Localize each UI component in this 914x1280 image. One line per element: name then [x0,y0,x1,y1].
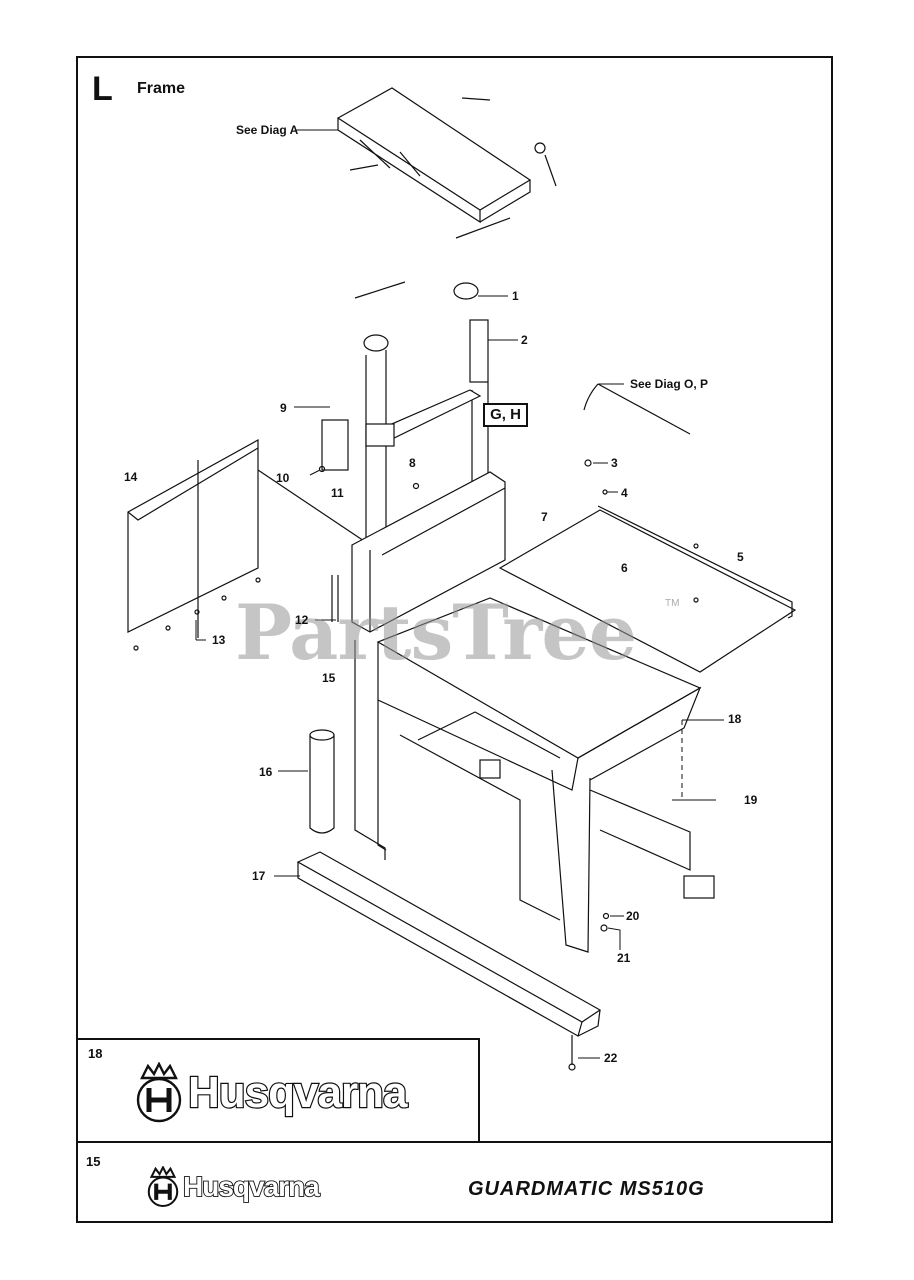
part-label-10: 10 [276,471,290,485]
part-label-15: 15 [322,671,336,685]
decal-small-number: 15 [86,1154,101,1169]
section-letter: L [92,70,113,108]
decal-panel-large [76,1038,480,1143]
husqvarna-wordmark-large: Husqvarna [187,1067,409,1118]
part-label-5: 5 [737,550,744,564]
page-frame [76,56,833,1223]
part-label-13: 13 [212,633,226,647]
model-title: GUARDMATIC MS510G [468,1178,705,1200]
part-label-18: 18 [728,712,742,726]
crown-h-icon [147,1166,179,1207]
part-label-3: 3 [611,456,618,470]
section-title: Frame [137,80,186,97]
part-label-22: 22 [604,1051,618,1065]
husqvarna-logo-large: Husqvarna [134,1062,409,1124]
part-label-1: 1 [512,289,519,303]
foot-rail [296,851,602,1037]
part-label-9: 9 [280,401,287,415]
husqvarna-logo-small: Husqvarna [146,1166,321,1208]
see-diag-op-label[interactable]: See Diag O, P [630,377,709,391]
part-label-6: 6 [621,561,628,575]
main-frame [331,471,797,791]
bearing-posts [321,281,489,540]
part-label-11: 11 [331,486,344,500]
footer-divider [76,1141,833,1143]
watermark-text: PartsTree [235,588,637,677]
part-label-21: 21 [617,951,631,965]
part-label-17: 17 [252,869,266,883]
table-top-assembly [336,87,557,239]
part-label-19: 19 [744,793,758,807]
leader-lines [195,129,724,1059]
crown-h-icon [136,1062,182,1123]
callout-gh[interactable]: G, H [483,403,528,427]
husqvarna-wordmark-small: Husqvarna [182,1170,321,1203]
part-label-2: 2 [521,333,528,347]
decal-large-number: 18 [88,1046,103,1061]
hardware [133,459,699,1071]
part-label-14: 14 [124,470,138,484]
part-label-7: 7 [541,510,548,524]
side-panel [127,438,371,638]
see-diag-a-label[interactable]: See Diag A [236,123,299,137]
part-label-16: 16 [259,765,273,779]
rod-assembly [583,383,691,435]
part-label-12: 12 [295,613,309,627]
watermark-trademark: TM [665,598,680,609]
legs [309,640,715,953]
part-label-20: 20 [626,909,640,923]
part-label-8: 8 [409,456,416,470]
part-label-4: 4 [621,486,628,500]
